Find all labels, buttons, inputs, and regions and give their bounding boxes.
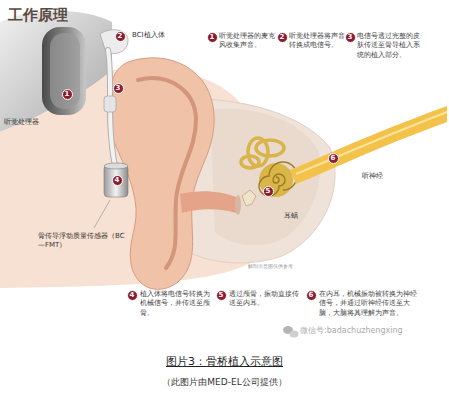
part-label: BCI植入体 xyxy=(132,31,165,40)
title-text: 工作原理 xyxy=(8,6,68,24)
fmt-top xyxy=(104,163,128,169)
caption-note: （此图片由MED-EL公司提供） xyxy=(0,376,449,388)
processor-face xyxy=(50,33,80,109)
callout-number: 2 xyxy=(115,31,126,42)
wechat-icon xyxy=(283,326,299,338)
callout-number: 3 xyxy=(345,32,356,43)
callout-number: 5 xyxy=(216,290,227,301)
audio-processor xyxy=(42,27,86,115)
callout-number: 6 xyxy=(306,290,317,301)
callout-number: 3 xyxy=(113,83,124,94)
watermark: 微信号:badachuzhengxing xyxy=(300,326,403,337)
diagram-title: 工作原理 xyxy=(8,5,68,25)
ossicles xyxy=(242,190,256,206)
implant-transition xyxy=(104,96,116,112)
callout-number: 1 xyxy=(62,89,73,100)
step-text-text: 听觉处理器的麦克风收集声音。 xyxy=(219,32,275,49)
step-text: 听觉处理器将声音转换成电信号。 xyxy=(289,32,345,51)
callout-number: 1 xyxy=(207,32,218,43)
callout-number-text: 6 xyxy=(331,154,336,162)
fmt-cylinder xyxy=(104,165,128,197)
step-text: 植入体将电信号转换为机械信号，并传送至颅骨。 xyxy=(140,290,216,318)
note-text: 解剖示意图仅供参考 xyxy=(248,263,293,269)
auditory-nerve xyxy=(290,106,447,184)
callout-number-text: 1 xyxy=(210,33,215,41)
callout-number: 4 xyxy=(127,290,138,301)
callout-number-text: 3 xyxy=(348,33,353,41)
cochlea xyxy=(259,162,297,197)
part-label-text: 听觉处理器 xyxy=(4,118,39,126)
step-text-text: 听觉处理器将声音转换成电信号。 xyxy=(289,32,345,49)
callout-number: 6 xyxy=(328,153,339,164)
step-text: 听觉处理器的麦克风收集声音。 xyxy=(219,32,277,51)
leader-line xyxy=(94,200,110,228)
part-label-text: 骨传导浮动质量传感器（BC—FMT） xyxy=(38,232,125,249)
callout-number-text: 4 xyxy=(115,176,120,184)
caption-note-text: （此图片由MED-EL公司提供） xyxy=(162,377,286,387)
callout-number-text: 1 xyxy=(65,90,70,98)
callout-number-text: 2 xyxy=(118,32,123,40)
step-text-text: 透过颅骨，振动直接传送至内耳。 xyxy=(229,290,299,307)
part-label: 耳蜗 xyxy=(284,212,298,221)
eardrum xyxy=(235,195,241,215)
callout-number-text: 6 xyxy=(309,291,314,299)
ear-canal xyxy=(180,191,236,213)
part-label: 听觉处理器 xyxy=(4,118,39,127)
part-label: 骨传导浮动质量传感器（BC—FMT） xyxy=(38,232,126,251)
caption-text: 图片3：骨桥植入示意图 xyxy=(166,355,283,368)
callout-number-text: 4 xyxy=(130,291,135,299)
step-text-text: 植入体将电信号转换为机械信号，并传送至颅骨。 xyxy=(140,290,210,317)
callout-number-text: 5 xyxy=(219,291,224,299)
caption: 图片3：骨桥植入示意图 xyxy=(0,355,449,370)
part-label: 听神经 xyxy=(362,172,383,181)
watermark-text: 微信号:badachuzhengxing xyxy=(300,326,403,335)
step-text-text: 电信号透过完整的皮肤传送至骨导植入系统的植入部分。 xyxy=(357,32,420,59)
callout-number-text: 2 xyxy=(280,33,285,41)
callout-number-text: 5 xyxy=(266,187,271,195)
callout-number: 5 xyxy=(263,186,274,197)
callout-number-text: 3 xyxy=(116,84,121,92)
step-text: 在内耳，机械振动被转换为神经信号，并通过听神经传送至大脑，大脑将其理解为声音。 xyxy=(319,290,419,318)
step-text: 透过颅骨，振动直接传送至内耳。 xyxy=(229,290,305,309)
step-text: 电信号透过完整的皮肤传送至骨导植入系统的植入部分。 xyxy=(357,32,421,60)
auricle-fold xyxy=(138,78,196,268)
part-label-text: BCI植入体 xyxy=(132,31,165,39)
part-label-text: 耳蜗 xyxy=(284,212,298,220)
nerve-highlight xyxy=(296,112,447,174)
callout-number: 2 xyxy=(277,32,288,43)
implant-coil xyxy=(100,30,128,54)
note: 解剖示意图仅供参考 xyxy=(248,263,293,270)
part-label-text: 听神经 xyxy=(362,172,383,180)
step-text-text: 在内耳，机械振动被转换为神经信号，并通过听神经传送至大脑，大脑将其理解为声音。 xyxy=(319,290,417,317)
callout-number: 4 xyxy=(112,175,123,186)
